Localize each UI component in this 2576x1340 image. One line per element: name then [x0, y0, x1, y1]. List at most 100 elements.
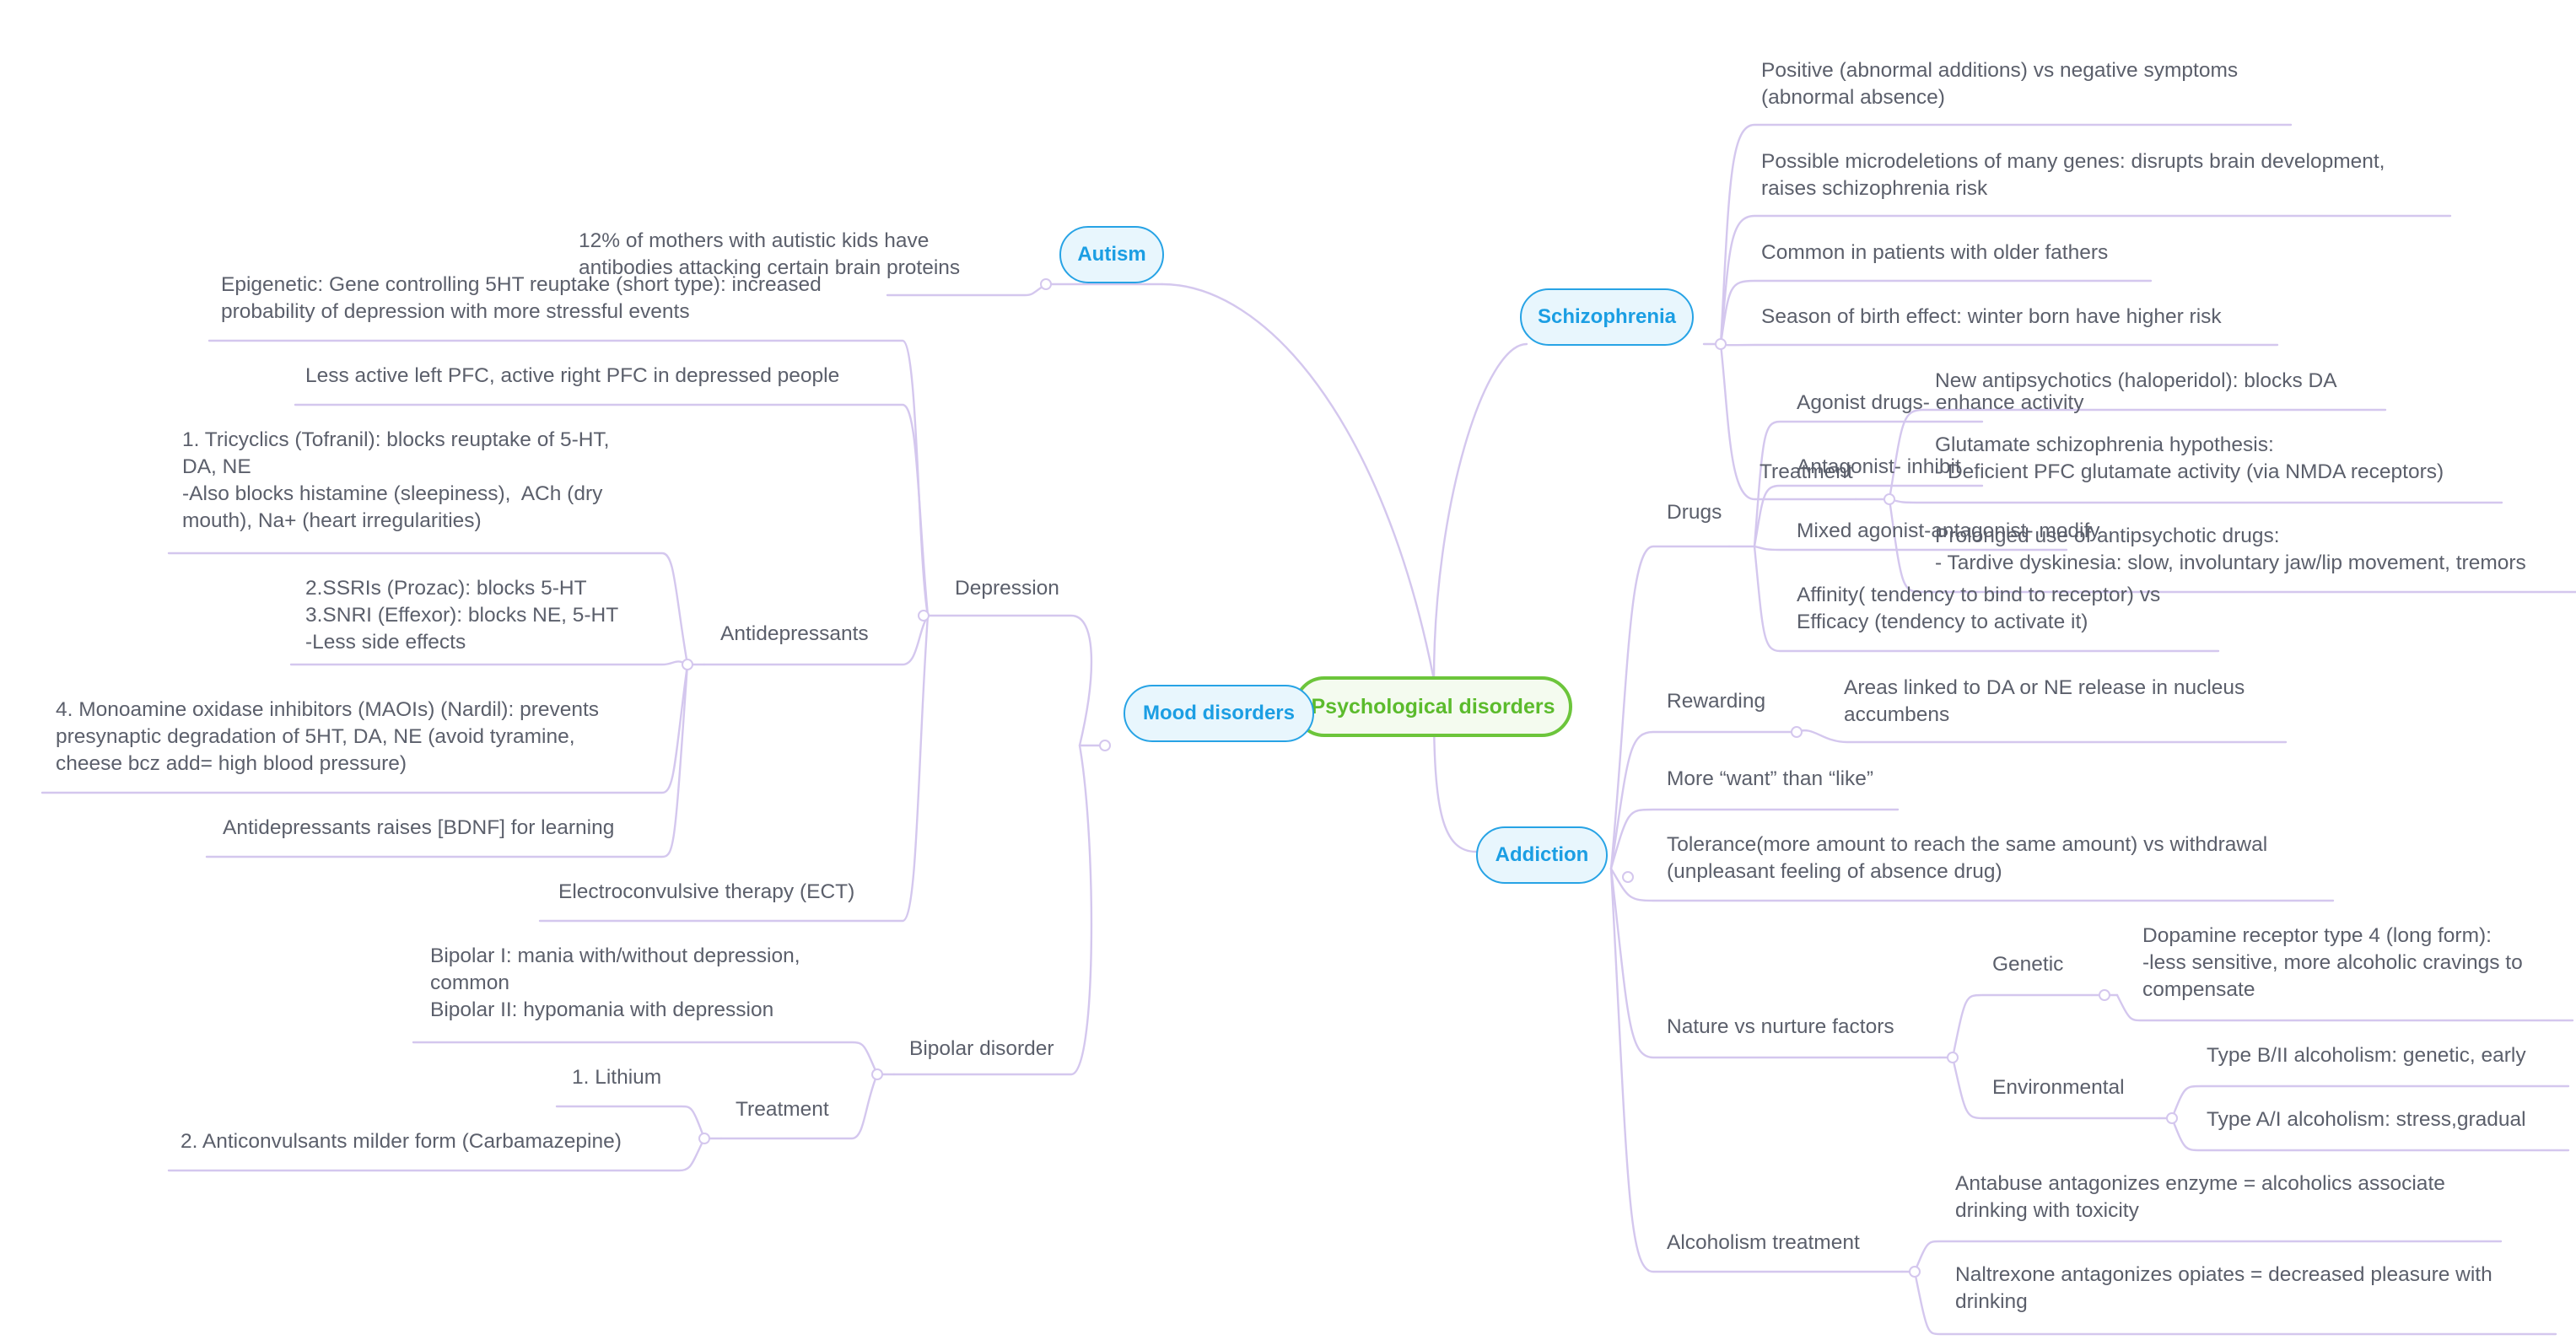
schizophrenia-symptoms-note: Positive (abnormal additions) vs negativ…	[1761, 59, 2239, 109]
addiction-rewarding[interactable]: Rewarding	[1667, 690, 1766, 713]
bdnf-note: Antidepressants raises [BDNF] for learni…	[223, 816, 615, 839]
genetic-factor[interactable]: Genetic	[1992, 953, 2064, 976]
connector	[1609, 867, 2335, 902]
autism-mothers-note: 12% of mothers with autistic kids have a…	[579, 229, 961, 279]
epigenetic-note: Epigenetic: Gene controlling 5HT reuptak…	[221, 273, 822, 323]
connector	[538, 614, 930, 923]
schizophrenia-treatment[interactable]: Treatment	[1760, 460, 1853, 483]
antabuse-note: Antabuse antagonizes enzyme = alcoholics…	[1955, 1172, 2445, 1222]
mixed-agonist-note: Mixed agonist-antagonist- modify	[1797, 519, 2100, 542]
alcoholism-treatment[interactable]: Alcoholism treatment	[1667, 1231, 1860, 1254]
affinity-efficacy-note: Affinity( tendency to bind to receptor) …	[1797, 584, 2161, 633]
ect-note: Electroconvulsive therapy (ECT)	[558, 880, 855, 903]
connector	[1753, 545, 2220, 653]
branch-dot	[1947, 1052, 1959, 1063]
connector	[2170, 1084, 2570, 1120]
naltrexone-note: Naltrexone antagonizes opiates = decreas…	[1955, 1263, 2492, 1313]
want-vs-like-note: More “want” than “like”	[1667, 767, 1874, 790]
type-b-alcoholism-note: Type B/II alcoholism: genetic, early	[2207, 1044, 2526, 1067]
connector	[1913, 1270, 2557, 1336]
bipolar-disorder[interactable]: Bipolar disorder	[909, 1037, 1054, 1060]
schizophrenia-microdeletions-note: Possible microdeletions of many genes: d…	[1761, 150, 2385, 200]
connector	[1609, 730, 1798, 870]
ssri-snri-note: 2.SSRIs (Prozac): blocks 5-HT 3.SNRI (Ef…	[305, 577, 619, 654]
connector	[1888, 498, 2503, 504]
branch-dot	[698, 1133, 710, 1144]
connector	[1888, 498, 2576, 594]
environmental-factor[interactable]: Environmental	[1992, 1076, 2125, 1099]
tolerance-withdrawal-note: Tolerance(more amount to reach the same …	[1667, 833, 2268, 883]
connector	[1913, 1240, 2503, 1273]
connector	[205, 663, 689, 858]
agonist-drugs-note: Agonist drugs- enhance activity	[1797, 391, 2084, 414]
connector	[2170, 1117, 2570, 1152]
connector	[1432, 707, 1478, 853]
connector	[1753, 545, 2068, 552]
connector	[1432, 342, 1528, 681]
connector	[1753, 420, 1984, 548]
maoi-note: 4. Monoamine oxidase inhibitors (MAOIs) …	[56, 698, 600, 775]
connector	[892, 744, 1093, 1076]
connector	[555, 1105, 706, 1140]
branch-dot	[1791, 726, 1803, 738]
depression[interactable]: Depression	[955, 577, 1059, 600]
type-a-alcoholism-note: Type A/I alcoholism: stress,gradual	[2207, 1108, 2526, 1131]
connector	[886, 283, 1048, 297]
reward-areas-note: Areas linked to DA or NE release in nucl…	[1844, 676, 2245, 726]
connector	[294, 403, 930, 617]
prolonged-antipsychotics-note: Prolonged use of antipsychotic drugs: - …	[1935, 525, 2526, 574]
branch-dot	[682, 659, 693, 670]
connector	[167, 552, 689, 666]
antidepressants[interactable]: Antidepressants	[720, 622, 869, 645]
topic-mood-disorders[interactable]: Mood disorders	[1124, 685, 1314, 742]
schizophrenia-season-note: Season of birth effect: winter born have…	[1761, 305, 2222, 328]
tricyclics-note: 1. Tricyclics (Tofranil): blocks reuptak…	[182, 428, 610, 532]
connector	[167, 1137, 706, 1172]
anticonvulsants-note: 2. Anticonvulsants milder form (Carbamaz…	[181, 1130, 622, 1153]
connector	[1888, 408, 2387, 501]
connector	[926, 614, 1093, 747]
central-topic[interactable]: Psychological disorders	[1294, 676, 1572, 737]
branch-dot	[1040, 278, 1052, 290]
lithium-note: 1. Lithium	[572, 1066, 662, 1089]
topic-addiction[interactable]: Addiction	[1476, 826, 1608, 884]
connector	[1609, 867, 1904, 1273]
connector	[1719, 214, 2452, 346]
bipolar-treatment[interactable]: Treatment	[736, 1098, 829, 1121]
connector	[719, 1073, 879, 1140]
topic-schizophrenia[interactable]: Schizophrenia	[1520, 288, 1694, 346]
connector	[2115, 993, 2574, 1022]
nature-nurture-factors[interactable]: Nature vs nurture factors	[1667, 1015, 1894, 1038]
antagonist-note: Antagonist- inhibit	[1797, 455, 1961, 478]
topic-autism[interactable]: Autism	[1059, 226, 1164, 283]
connector	[1161, 283, 1436, 681]
glutamate-hypothesis-note: Glutamate schizophrenia hypothesis: - De…	[1935, 433, 2444, 483]
dopamine-receptor-note: Dopamine receptor type 4 (long form): -l…	[2142, 924, 2523, 1001]
branch-dot	[1883, 493, 1895, 505]
connector	[1609, 808, 1900, 870]
connector	[1795, 729, 2288, 744]
connector	[703, 614, 930, 666]
connector	[1609, 867, 1942, 1059]
branch-dot	[2166, 1112, 2178, 1124]
branch-dot	[918, 610, 930, 622]
connector	[40, 663, 689, 794]
new-antipsychotics-note: New antipsychotics (haloperidol): blocks…	[1935, 369, 2337, 392]
connector	[1753, 484, 1984, 548]
branch-dot	[1099, 740, 1111, 751]
connector	[1719, 342, 1857, 501]
connector	[1719, 123, 2293, 346]
branch-dot	[2099, 989, 2110, 1001]
connector	[412, 1041, 879, 1076]
addiction-drugs[interactable]: Drugs	[1667, 501, 1722, 524]
branch-dot	[1715, 338, 1727, 350]
connector	[1951, 993, 2094, 1059]
branch-dot	[1622, 871, 1634, 883]
connector	[289, 660, 689, 666]
connector	[1951, 1056, 2161, 1120]
branch-dot	[1909, 1266, 1921, 1278]
bipolar-types-note: Bipolar I: mania with/without depression…	[430, 944, 800, 1021]
schizophrenia-fathers-note: Common in patients with older fathers	[1761, 241, 2109, 264]
